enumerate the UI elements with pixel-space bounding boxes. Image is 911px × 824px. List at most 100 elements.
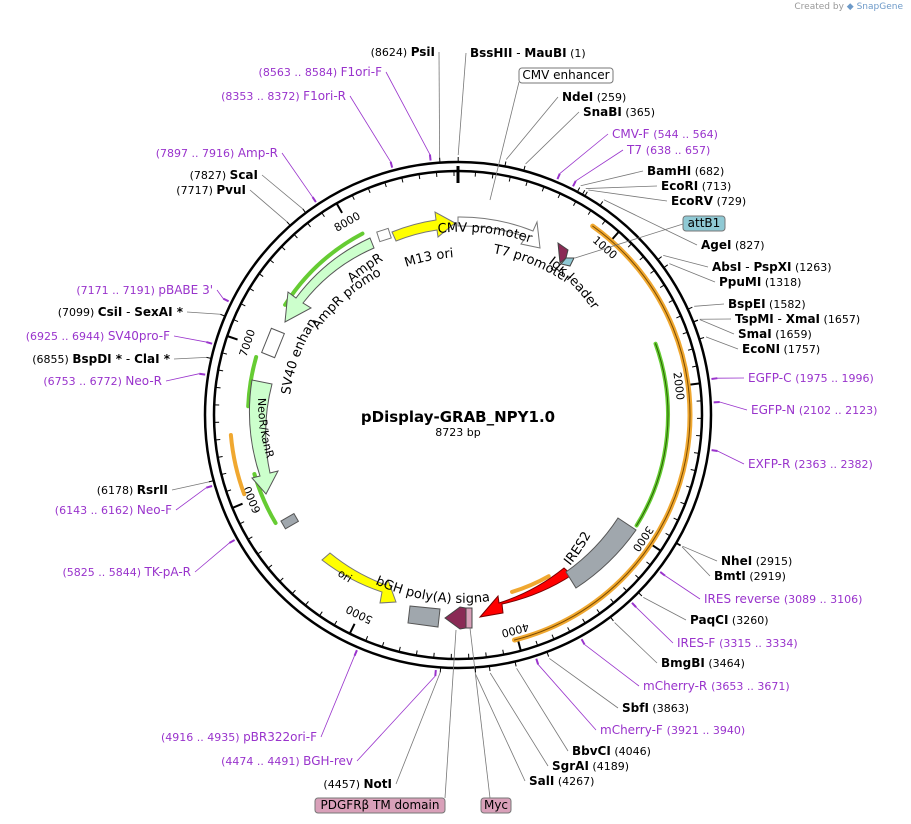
annotation-labels: BssHII - MauBI (1)NdeI (259)SnaBI (365)B… bbox=[26, 45, 877, 814]
tick-marks bbox=[214, 171, 702, 659]
minor-tick bbox=[269, 259, 274, 264]
cut-mark bbox=[584, 191, 588, 197]
primer-label-neo-f: (6143 .. 6162) Neo-F bbox=[55, 503, 172, 517]
neor-kanr-feature bbox=[248, 379, 279, 495]
orf-arcs bbox=[228, 223, 693, 643]
cut-mark bbox=[523, 165, 526, 171]
site-label-absi: AbsI - PspXI (1263) bbox=[712, 260, 832, 274]
orf-arc-neo bbox=[246, 355, 259, 409]
attb1-box bbox=[682, 215, 726, 232]
cut-mark bbox=[610, 616, 614, 622]
cut-mark bbox=[504, 161, 507, 167]
minor-tick bbox=[491, 173, 494, 179]
primer-label-pbabe3: (7171 .. 7191) pBABE 3' bbox=[76, 283, 213, 297]
leader-line bbox=[385, 71, 431, 155]
minor-tick bbox=[680, 501, 686, 505]
tick-label: 5000 bbox=[344, 602, 375, 626]
primer-label-pbr322ori-f: (4916 .. 4935) pBR322ori-F bbox=[161, 730, 317, 744]
minor-tick bbox=[304, 601, 309, 606]
minor-tick bbox=[351, 194, 355, 200]
site-label-bmti: BmtI (2919) bbox=[714, 569, 786, 583]
site-label-snabi: SnaBI (365) bbox=[583, 105, 655, 119]
minor-tick bbox=[221, 472, 227, 476]
site-mark bbox=[389, 161, 394, 168]
minor-tick bbox=[690, 468, 696, 472]
cut-mark bbox=[286, 221, 291, 226]
site-mark bbox=[659, 571, 666, 577]
site-mark bbox=[572, 180, 577, 187]
orf-arc-orange-left bbox=[228, 433, 247, 497]
cut-mark bbox=[514, 661, 517, 667]
primer-label-cmv-f: CMV-F (544 .. 564) bbox=[612, 127, 718, 141]
site-label-nhei: NheI (2915) bbox=[721, 554, 792, 568]
site-mark bbox=[353, 649, 358, 657]
minor-tick bbox=[307, 222, 311, 228]
minor-tick bbox=[485, 652, 487, 658]
cut-mark bbox=[206, 356, 212, 359]
site-label-econi: EcoNI (1757) bbox=[742, 342, 820, 356]
primer-label-mcherry-r: mCherry-R (3653 .. 3671) bbox=[643, 679, 790, 693]
attb1-feature bbox=[560, 257, 575, 267]
minor-tick bbox=[418, 174, 421, 180]
cut-mark bbox=[302, 208, 307, 214]
leader-line bbox=[356, 675, 436, 762]
minor-tick bbox=[659, 284, 665, 288]
mcherry-feature bbox=[478, 567, 573, 618]
cut-mark bbox=[208, 480, 214, 483]
leader-line bbox=[475, 674, 526, 782]
leader-line bbox=[717, 450, 745, 465]
tick-label: 7000 bbox=[237, 328, 258, 359]
site-mark bbox=[434, 669, 437, 677]
minor-tick bbox=[646, 561, 651, 566]
site-label-agei: AgeI (827) bbox=[701, 238, 765, 252]
m13-ori-label: M13 ori bbox=[403, 246, 454, 271]
minor-tick bbox=[365, 636, 369, 642]
leader-line bbox=[537, 664, 597, 731]
leader-line bbox=[585, 185, 658, 189]
site-label-pvui: (7717) PvuI bbox=[176, 183, 246, 197]
orf-arc-orange-outer bbox=[511, 223, 693, 643]
minor-tick bbox=[281, 246, 286, 251]
major-tick bbox=[610, 230, 620, 241]
leader-line bbox=[165, 373, 200, 382]
minor-tick bbox=[215, 438, 221, 441]
primer-label-f1ori-r: (8353 .. 8372) F1ori-R bbox=[221, 89, 346, 103]
primer-label-ires-reverse: IRES reverse (3089 .. 3106) bbox=[704, 592, 862, 606]
primer-label-egfp-n: EGFP-N (2102 .. 2123) bbox=[751, 403, 877, 417]
orf-arc-orange-mcherry bbox=[510, 574, 551, 594]
minor-tick bbox=[687, 348, 694, 351]
minor-tick bbox=[582, 618, 586, 624]
site-mark bbox=[631, 602, 637, 608]
leader-line bbox=[663, 254, 709, 268]
leader-line bbox=[173, 335, 207, 343]
leader-line bbox=[173, 356, 207, 360]
minor-tick bbox=[557, 193, 561, 199]
minor-tick bbox=[601, 220, 606, 225]
ires2-feature bbox=[565, 517, 637, 589]
site-label-bspdi: (6855) BspDI * - ClaI * bbox=[32, 352, 170, 366]
leader-line bbox=[681, 546, 711, 577]
cut-mark bbox=[657, 256, 662, 261]
cmv-promoter-feature bbox=[457, 216, 541, 249]
leader-line bbox=[175, 487, 207, 511]
cut-mark bbox=[687, 306, 693, 310]
site-mark bbox=[199, 372, 206, 376]
minor-tick bbox=[502, 649, 505, 655]
cut-mark bbox=[675, 542, 681, 547]
cut-mark bbox=[220, 313, 226, 317]
minor-tick bbox=[267, 564, 273, 569]
major-tick bbox=[231, 502, 243, 509]
leader-line bbox=[505, 96, 559, 160]
leader-line bbox=[349, 95, 391, 163]
minor-tick bbox=[567, 627, 571, 633]
leader-line bbox=[395, 672, 441, 785]
major-tick bbox=[348, 623, 356, 635]
major-tick bbox=[688, 382, 701, 386]
cmv-promoter-label: CMV promoter bbox=[437, 221, 534, 247]
minor-tick bbox=[541, 186, 545, 192]
small-white-feature bbox=[376, 227, 392, 243]
minor-tick bbox=[226, 489, 232, 492]
cmv-enhancer-box-text: CMV enhancer bbox=[522, 68, 609, 82]
